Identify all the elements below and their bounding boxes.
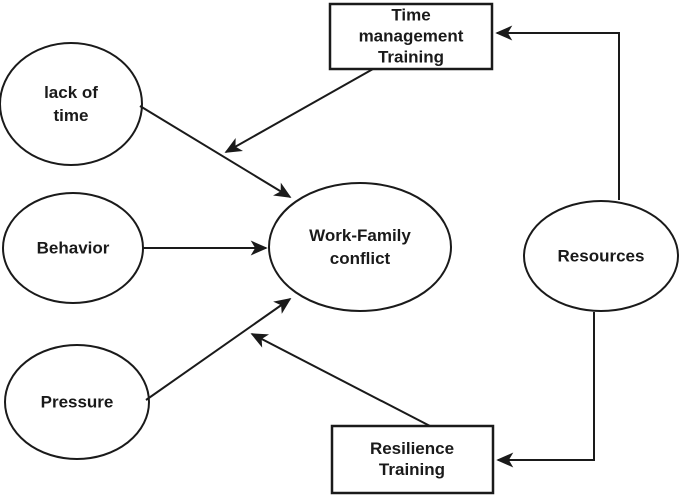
resilience-training-box <box>330 424 495 495</box>
edge-resources-to-resilience-arrow <box>496 312 595 468</box>
edge-time-management-moderation-arrow <box>224 68 374 153</box>
edge-pressure-to-conflict-arrow <box>145 298 292 401</box>
behavior-ellipse <box>2 192 144 304</box>
edge-resilience-moderation-arrow <box>250 333 431 427</box>
lack-of-time-ellipse <box>0 42 143 166</box>
time-management-training-box <box>328 2 494 71</box>
edge-lack-of-time-to-conflict-arrow <box>139 105 292 198</box>
resources-ellipse <box>523 200 679 312</box>
pressure-ellipse <box>4 344 150 460</box>
edge-resources-to-time-management-arrow <box>495 25 620 200</box>
work-family-conflict-ellipse <box>268 182 452 312</box>
